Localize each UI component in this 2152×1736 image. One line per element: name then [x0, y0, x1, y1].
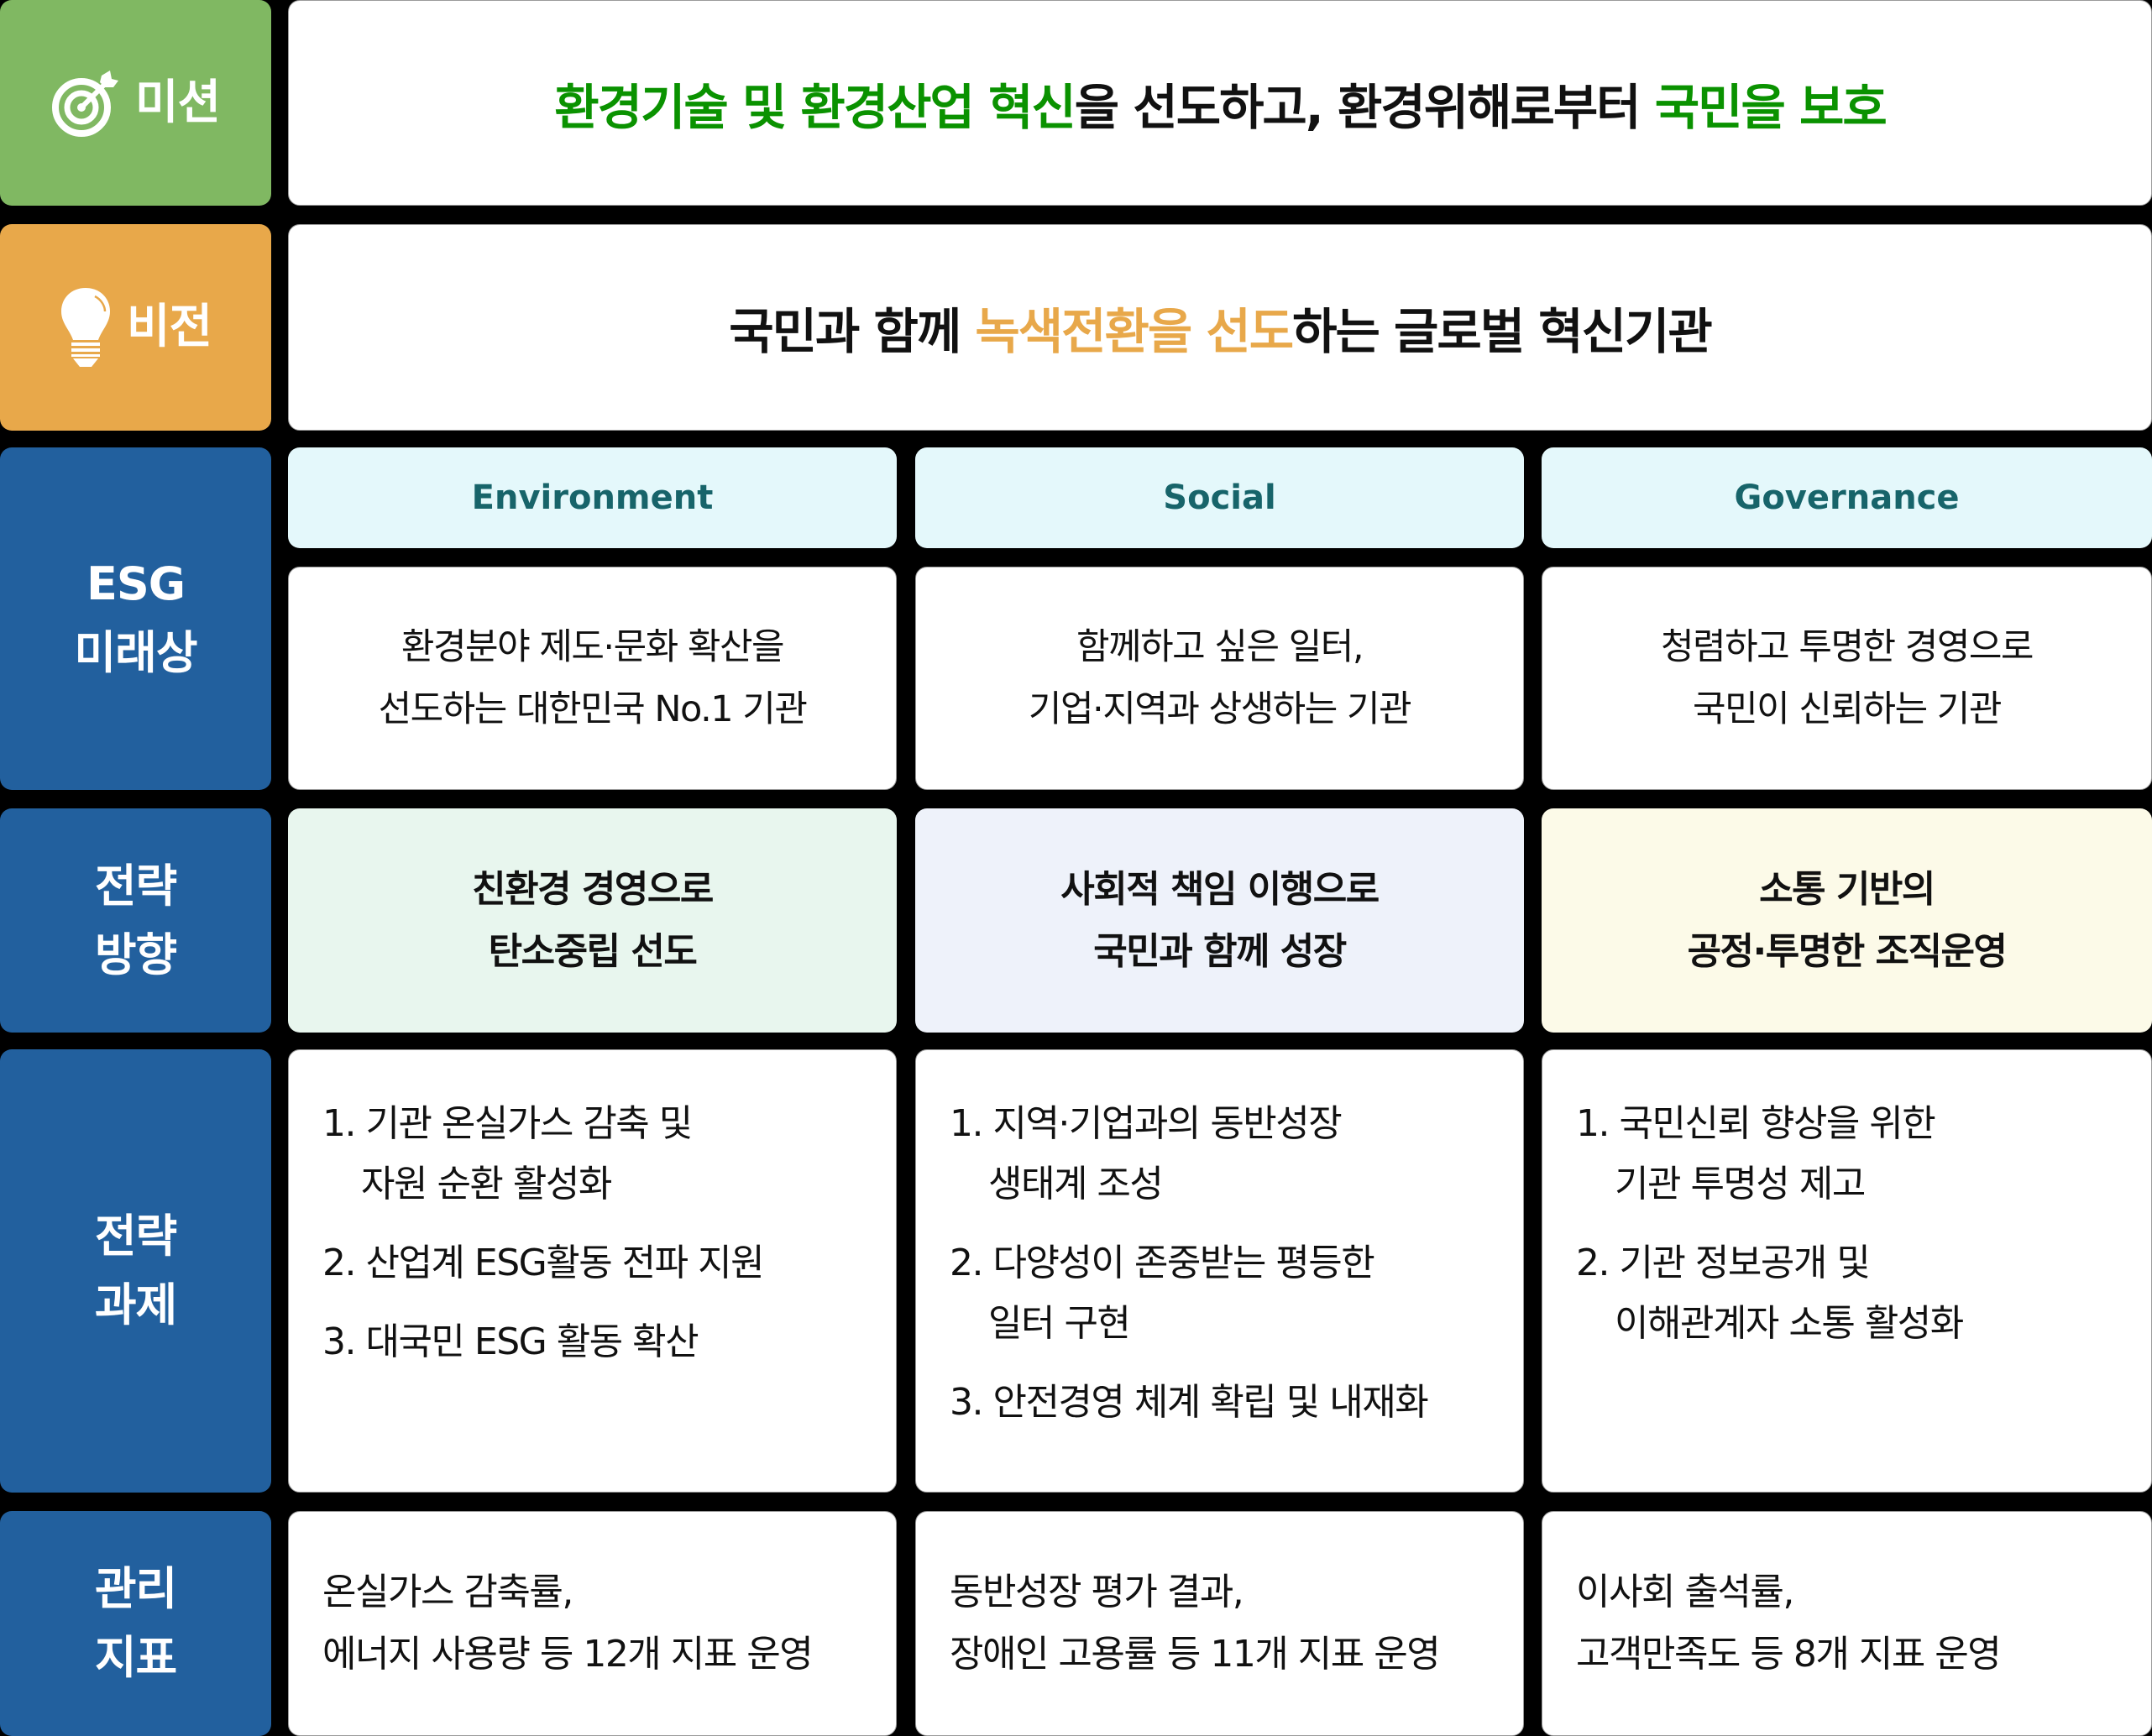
vision-highlight: 녹색전환을 선도 [975, 303, 1294, 360]
vision-text-3: 하는 글로벌 혁신기관 [1292, 303, 1713, 360]
kpi-label: 관리 지표 [0, 1511, 271, 1736]
vision-text-1: 국민과 함께 [729, 303, 976, 360]
future-line: 선도하는 대한민국 No.1 기관 [378, 688, 808, 730]
task-line: 2. 다양성이 존중받는 평등한 [950, 1242, 1375, 1284]
task-line: 1. 지역·기업과의 동반성장 [950, 1102, 1343, 1145]
direction-label-line1: 전략 [94, 859, 177, 912]
esg-header-governance: Governance [1542, 447, 2152, 548]
task-line-continued: 생태계 조성 [988, 1163, 1164, 1205]
task-line: 3. 대국민 ESG 활동 확산 [322, 1320, 699, 1363]
task-item: 1. 기관 온실가스 감축 및 자원 순환 활성화 [322, 1094, 693, 1215]
task-line: 1. 기관 온실가스 감축 및 [322, 1102, 693, 1145]
kpi-line: 이사회 출석률, [1576, 1571, 1794, 1613]
esg-header-label: Social [1163, 478, 1276, 517]
task-line: 1. 국민신뢰 향상을 위한 [1576, 1102, 1936, 1145]
kpi-social: 동반성장 평가 결과, 장애인 고용률 등 11개 지표 운영 [915, 1511, 1524, 1736]
kpi-governance: 이사회 출석률, 고객만족도 등 8개 지표 운영 [1542, 1511, 2152, 1736]
future-line: 함께하고 싶은 일터, [1076, 626, 1364, 668]
tasks-label-line2: 과제 [94, 1278, 177, 1331]
direction-line: 공정·투명한 조직운영 [1687, 929, 2008, 973]
kpi-line: 동반성장 평가 결과, [950, 1571, 1244, 1613]
esg-header-label: Environment [471, 478, 714, 517]
mission-label-text: 미션 [134, 75, 221, 130]
task-item: 2. 기관 정보공개 및 이해관계자 소통 활성화 [1576, 1233, 1964, 1354]
direction-line: 소통 기반의 [1759, 867, 1935, 911]
direction-line: 국민과 함께 성장 [1093, 929, 1347, 973]
task-item: 3. 대국민 ESG 활동 확산 [322, 1312, 699, 1373]
future-line: 청렴하고 투명한 경영으로 [1661, 626, 2034, 668]
task-line-continued: 자원 순환 활성화 [361, 1163, 612, 1205]
future-line: 기업·지역과 상생하는 기관 [1028, 688, 1412, 730]
direction-line: 사회적 책임 이행으로 [1060, 867, 1380, 911]
mission-statement: 환경기술 및 환경산업 혁신을 선도하고, 환경위해로부터 국민을 보호 [288, 0, 2152, 206]
task-line: 3. 안전경영 체계 확립 및 내재화 [950, 1381, 1429, 1424]
task-line-continued: 이해관계자 소통 활성화 [1615, 1302, 1964, 1345]
task-line-continued: 일터 구현 [988, 1302, 1131, 1345]
kpi-label-line2: 지표 [94, 1631, 177, 1684]
future-environment: 환경분야 제도·문화 확산을 선도하는 대한민국 No.1 기관 [288, 567, 897, 790]
direction-label-line2: 방향 [94, 928, 177, 981]
esg-header-social: Social [915, 447, 1524, 548]
future-governance: 청렴하고 투명한 경영으로 국민이 신뢰하는 기관 [1542, 567, 2152, 790]
future-line: 국민이 신뢰하는 기관 [1693, 688, 2002, 730]
esg-header-label: Governance [1734, 478, 1960, 517]
task-item: 1. 국민신뢰 향상을 위한 기관 투명성 제고 [1576, 1094, 1936, 1215]
lightbulb-icon [60, 288, 110, 367]
esg-future-label: ESG 미래상 [0, 447, 271, 790]
target-arrow-icon [51, 70, 118, 137]
vision-statement: 국민과 함께 녹색전환을 선도하는 글로벌 혁신기관 [288, 224, 2152, 431]
direction-line: 친환경 경영으로 [472, 867, 714, 911]
mission-highlight-1: 환경기술 및 환경산업 혁신 [554, 78, 1076, 136]
task-item: 3. 안전경영 체계 확립 및 내재화 [950, 1373, 1429, 1433]
kpi-line: 에너지 사용량 등 12개 지표 운영 [322, 1633, 814, 1676]
direction-line: 탄소중립 선도 [488, 929, 698, 973]
task-item: 2. 다양성이 존중받는 평등한 일터 구현 [950, 1233, 1375, 1354]
tasks-environment: 1. 기관 온실가스 감축 및 자원 순환 활성화 2. 산업계 ESG활동 전… [288, 1049, 897, 1493]
direction-environment: 친환경 경영으로 탄소중립 선도 [288, 808, 897, 1033]
task-line-continued: 기관 투명성 제고 [1615, 1163, 1866, 1205]
direction-label: 전략 방향 [0, 808, 271, 1033]
future-line: 환경분야 제도·문화 확산을 [401, 626, 785, 668]
task-item: 2. 산업계 ESG활동 전파 지원 [322, 1233, 765, 1294]
kpi-environment: 온실가스 감축률, 에너지 사용량 등 12개 지표 운영 [288, 1511, 897, 1736]
vision-label-text: 비전 [126, 300, 212, 354]
direction-social: 사회적 책임 이행으로 국민과 함께 성장 [915, 808, 1524, 1033]
tasks-label: 전략 과제 [0, 1049, 271, 1493]
tasks-governance: 1. 국민신뢰 향상을 위한 기관 투명성 제고 2. 기관 정보공개 및 이해… [1542, 1049, 2152, 1493]
kpi-label-line1: 관리 [94, 1562, 177, 1615]
mission-label: 미션 [0, 0, 271, 206]
mission-text-2: 을 선도하고, 환경위해로부터 [1074, 78, 1655, 136]
esg-future-label-line1: ESG [86, 557, 186, 610]
kpi-line: 온실가스 감축률, [322, 1571, 573, 1613]
task-line: 2. 산업계 ESG활동 전파 지원 [322, 1242, 765, 1284]
mission-highlight-2: 국민을 보호 [1654, 78, 1888, 136]
direction-governance: 소통 기반의 공정·투명한 조직운영 [1542, 808, 2152, 1033]
kpi-line: 장애인 고용률 등 11개 지표 운영 [950, 1633, 1441, 1676]
tasks-label-line1: 전략 [94, 1210, 177, 1263]
tasks-social: 1. 지역·기업과의 동반성장 생태계 조성 2. 다양성이 존중받는 평등한 … [915, 1049, 1524, 1493]
task-item: 1. 지역·기업과의 동반성장 생태계 조성 [950, 1094, 1343, 1215]
vision-label: 비전 [0, 224, 271, 431]
future-social: 함께하고 싶은 일터, 기업·지역과 상생하는 기관 [915, 567, 1524, 790]
task-line: 2. 기관 정보공개 및 [1576, 1242, 1871, 1284]
kpi-line: 고객만족도 등 8개 지표 운영 [1576, 1633, 2002, 1676]
esg-future-label-line2: 미래상 [74, 626, 197, 679]
esg-header-environment: Environment [288, 447, 897, 548]
